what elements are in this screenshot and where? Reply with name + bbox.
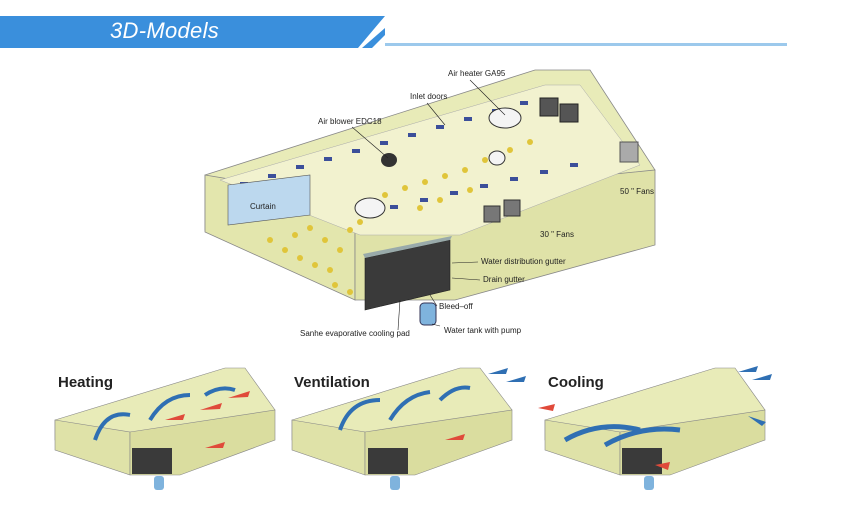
leader-lines [351,79,506,331]
label-drain-gutter: Drain gutter [483,275,525,284]
header-rule [385,43,787,46]
label-water-gutter: Water distribution gutter [481,257,566,266]
house-structure [204,69,656,326]
page-title: 3D-Models [110,18,220,43]
panel-title-heating: Heating [58,374,114,391]
panel-title-ventilation: Ventilation [294,374,370,391]
header-banner [0,16,385,48]
label-curtain: Curtain [250,202,276,211]
label-water-tank: Water tank with pump [444,326,522,335]
label-inlet-doors: Inlet doors [410,92,447,101]
label-air-heater: Air heater GA95 [448,69,506,78]
label-air-blower: Air blower EDC18 [318,117,382,126]
ventilation-panel [291,367,526,490]
panel-title-cooling: Cooling [548,374,604,391]
label-bleed-off: Bleed–off [439,302,473,311]
cooling-panel [538,366,772,490]
label-cooling-pad: Sanhe evaporative cooling pad [300,329,410,338]
label-fans-30: 30 " Fans [540,230,574,239]
label-fans-50: 50 " Fans [620,187,654,196]
heating-panel [54,367,276,490]
chicks [267,139,533,295]
